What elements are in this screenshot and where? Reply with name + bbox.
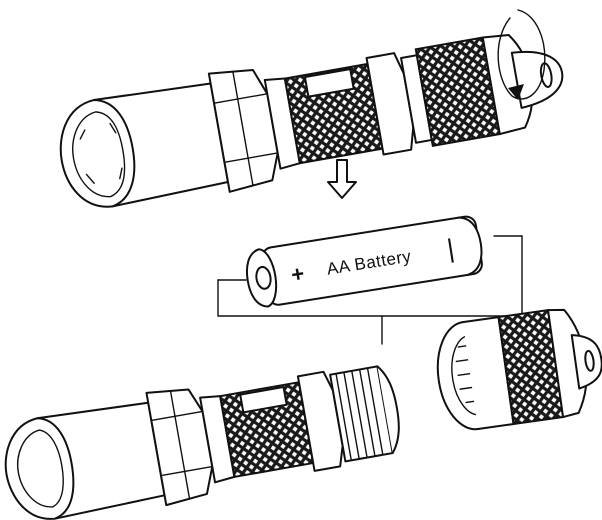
tailcap-removed xyxy=(436,308,602,431)
battery-negative-mark: | xyxy=(445,233,456,264)
flashlight-assembled xyxy=(59,33,564,208)
battery-positive-sign: + xyxy=(289,261,306,288)
flashlight-body-window xyxy=(303,68,355,98)
aa-battery: + AA Battery | xyxy=(245,215,483,308)
rotate-clockwise-arrow-icon xyxy=(497,9,546,100)
flashlight-opened xyxy=(4,365,400,520)
battery-bracket xyxy=(217,235,523,345)
down-arrow-icon xyxy=(327,159,357,199)
lanyard-loop xyxy=(510,50,564,109)
